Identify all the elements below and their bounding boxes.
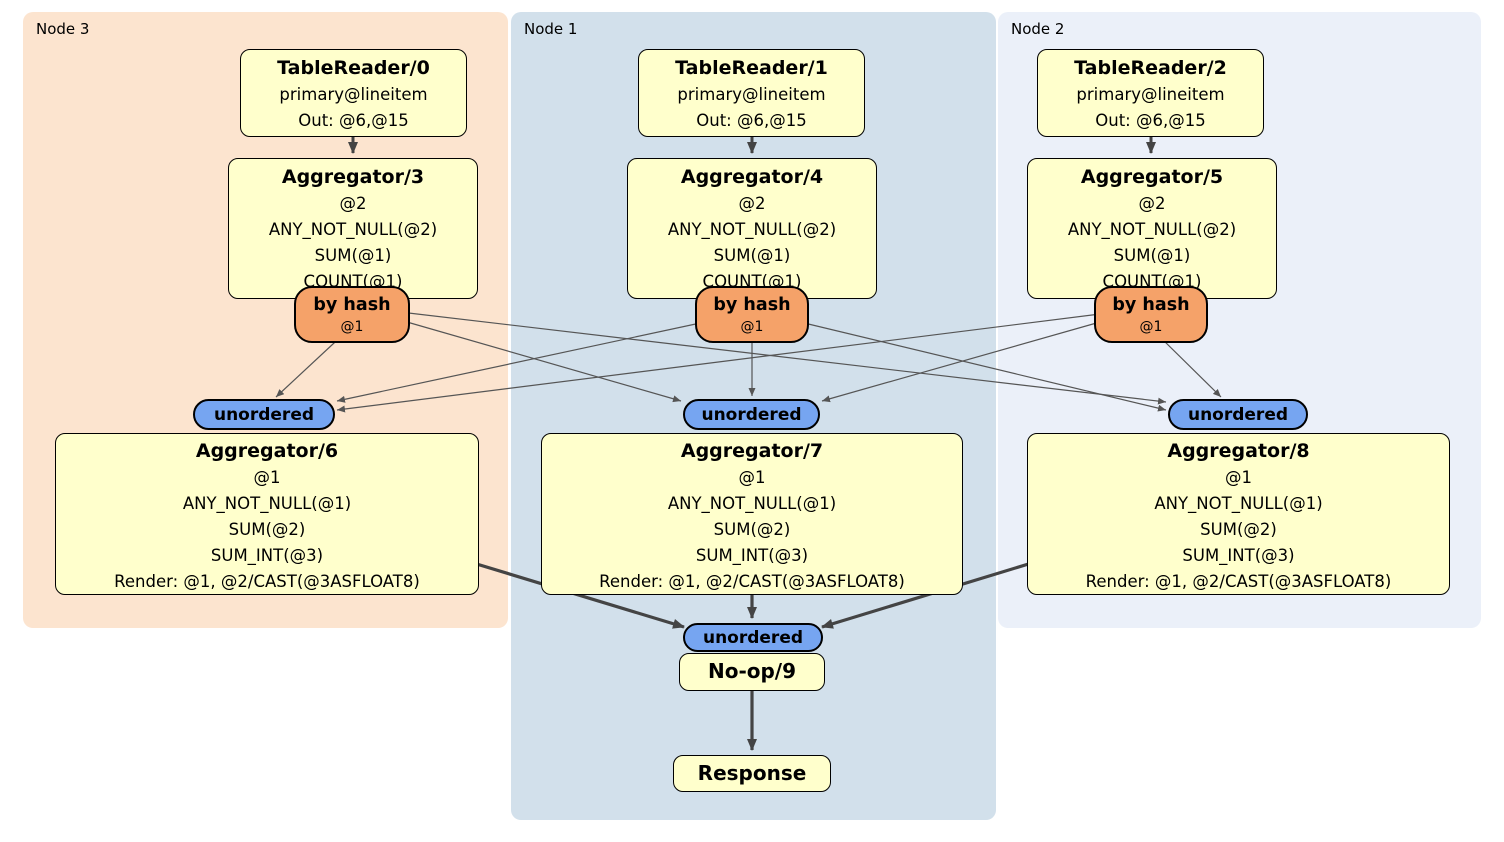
processor-title: TableReader/0 bbox=[277, 57, 430, 79]
edge-byhash2-unordered2 bbox=[1157, 334, 1222, 398]
stream-unordered-node1: unordered bbox=[683, 399, 820, 430]
processor-detail: @1 bbox=[1225, 468, 1252, 487]
edge-byhash1-unordered3 bbox=[336, 321, 706, 403]
processor-detail: Render: @1, @2/CAST(@3ASFLOAT8) bbox=[1085, 572, 1392, 591]
processor-tablereader-1: TableReader/1 primary@lineitem Out: @6,@… bbox=[638, 49, 865, 137]
processor-aggregator-7: Aggregator/7 @1 ANY_NOT_NULL(@1) SUM(@2)… bbox=[541, 433, 963, 595]
processor-detail: SUM(@2) bbox=[228, 520, 306, 539]
processor-title: TableReader/2 bbox=[1074, 57, 1227, 79]
processor-detail: ANY_NOT_NULL(@2) bbox=[268, 220, 438, 239]
edge-byhash2-unordered3 bbox=[336, 313, 1101, 413]
processor-detail: Render: @1, @2/CAST(@3ASFLOAT8) bbox=[114, 572, 420, 591]
processor-tablereader-2: TableReader/2 primary@lineitem Out: @6,@… bbox=[1037, 49, 1264, 137]
router-by-hash-node3: by hash @1 bbox=[294, 286, 410, 343]
router-detail: @1 bbox=[740, 319, 764, 335]
group-label: Node 2 bbox=[1011, 20, 1065, 38]
processor-title: Aggregator/8 bbox=[1167, 440, 1310, 462]
processor-aggregator-4: Aggregator/4 @2 ANY_NOT_NULL(@2) SUM(@1)… bbox=[627, 158, 877, 299]
processor-title: TableReader/1 bbox=[675, 57, 828, 79]
processor-aggregator-8: Aggregator/8 @1 ANY_NOT_NULL(@1) SUM(@2)… bbox=[1027, 433, 1450, 595]
router-by-hash-node1: by hash @1 bbox=[695, 286, 809, 343]
stream-unordered-node3: unordered bbox=[193, 399, 335, 430]
processor-tablereader-0: TableReader/0 primary@lineitem Out: @6,@… bbox=[240, 49, 467, 137]
processor-title: Aggregator/5 bbox=[1080, 166, 1224, 188]
edge-byhash2-unordered1 bbox=[821, 321, 1101, 403]
edge-byhash3-unordered1 bbox=[399, 319, 682, 403]
router-label: by hash bbox=[313, 295, 391, 315]
processor-detail: SUM_INT(@3) bbox=[1182, 546, 1295, 565]
stream-unordered-final: unordered bbox=[683, 623, 823, 652]
processor-title: Aggregator/6 bbox=[195, 440, 339, 462]
processor-detail: ANY_NOT_NULL(@1) bbox=[182, 494, 352, 513]
router-detail: @1 bbox=[340, 319, 364, 335]
processor-detail: primary@lineitem bbox=[279, 85, 428, 104]
processor-detail: Render: @1, @2/CAST(@3ASFLOAT8) bbox=[599, 572, 905, 591]
stream-unordered-node2: unordered bbox=[1168, 399, 1308, 430]
processor-aggregator-5: Aggregator/5 @2 ANY_NOT_NULL(@2) SUM(@1)… bbox=[1027, 158, 1277, 299]
processor-detail: @2 bbox=[738, 194, 766, 213]
processor-detail: SUM_INT(@3) bbox=[695, 546, 809, 565]
router-label: by hash bbox=[1112, 295, 1190, 315]
processor-detail: @2 bbox=[1138, 194, 1166, 213]
group-label: Node 3 bbox=[36, 20, 90, 38]
router-detail: @1 bbox=[1139, 319, 1163, 335]
edge-byhash3-unordered2 bbox=[399, 311, 1167, 405]
processor-title: Aggregator/7 bbox=[680, 440, 824, 462]
processor-detail: ANY_NOT_NULL(@2) bbox=[667, 220, 837, 239]
router-label: by hash bbox=[713, 295, 791, 315]
processor-detail: @2 bbox=[339, 194, 367, 213]
processor-detail: SUM(@2) bbox=[1200, 520, 1277, 539]
processor-detail: @1 bbox=[253, 468, 281, 487]
edge-byhash1-unordered2 bbox=[799, 321, 1167, 412]
processor-detail: ANY_NOT_NULL(@2) bbox=[1067, 220, 1237, 239]
processor-response: Response bbox=[673, 755, 831, 792]
processor-title: Aggregator/3 bbox=[281, 166, 425, 188]
processor-aggregator-3: Aggregator/3 @2 ANY_NOT_NULL(@2) SUM(@1)… bbox=[228, 158, 478, 299]
processor-detail: SUM(@1) bbox=[713, 246, 791, 265]
processor-detail: ANY_NOT_NULL(@1) bbox=[1154, 494, 1323, 513]
processor-detail: Out: @6,@15 bbox=[696, 111, 807, 130]
processor-detail: SUM(@2) bbox=[713, 520, 791, 539]
processor-detail: SUM_INT(@3) bbox=[210, 546, 324, 565]
processor-detail: SUM(@1) bbox=[314, 246, 392, 265]
processor-detail: primary@lineitem bbox=[1076, 85, 1225, 104]
processor-title: Aggregator/4 bbox=[680, 166, 824, 188]
processor-noop-9: No-op/9 bbox=[679, 653, 825, 691]
processor-detail: ANY_NOT_NULL(@1) bbox=[667, 494, 837, 513]
processor-detail: Out: @6,@15 bbox=[298, 111, 409, 130]
processor-detail: Out: @6,@15 bbox=[1095, 111, 1206, 130]
processor-detail: @1 bbox=[738, 468, 766, 487]
router-by-hash-node2: by hash @1 bbox=[1094, 286, 1208, 343]
processor-detail: SUM(@1) bbox=[1113, 246, 1191, 265]
group-label: Node 1 bbox=[524, 20, 578, 38]
processor-detail: primary@lineitem bbox=[677, 85, 826, 104]
processor-aggregator-6: Aggregator/6 @1 ANY_NOT_NULL(@1) SUM(@2)… bbox=[55, 433, 479, 595]
